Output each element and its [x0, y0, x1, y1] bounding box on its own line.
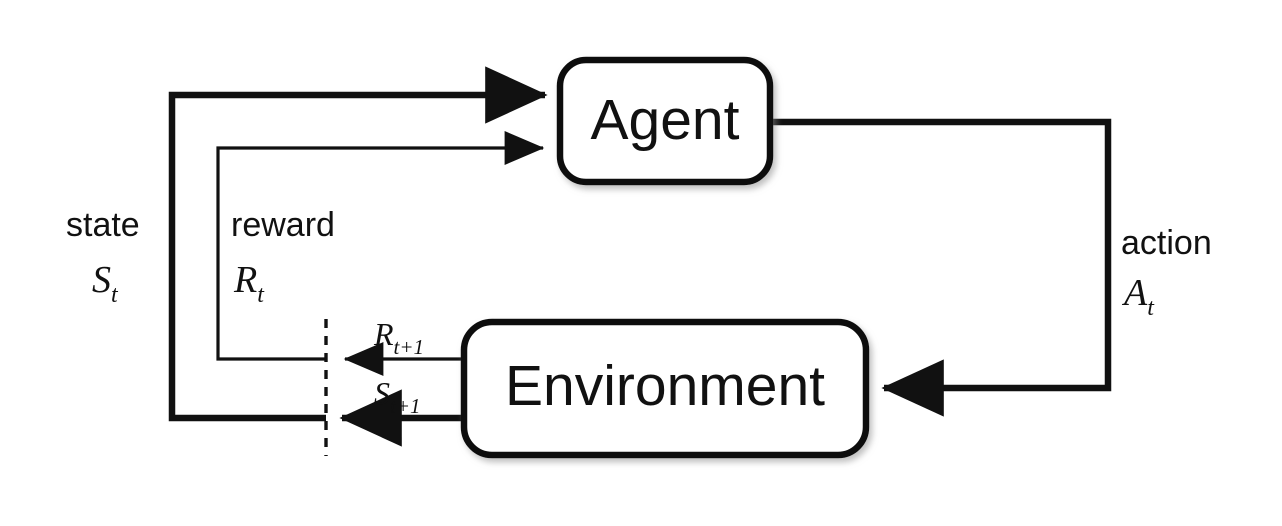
next-reward-symbol: R: [373, 316, 394, 352]
state-label-group: state St: [66, 206, 140, 308]
state-symbol: S: [92, 259, 111, 301]
next-state-label-group: St+1: [374, 375, 421, 418]
agent-label: Agent: [591, 88, 740, 152]
next-state-subscript: t+1: [390, 394, 421, 418]
action-symbol-group: At: [1121, 272, 1155, 321]
state-symbol-group: St: [92, 259, 119, 308]
reward-subscript: t: [257, 282, 265, 308]
environment-node[interactable]: Environment: [460, 318, 870, 459]
environment-label: Environment: [505, 354, 825, 418]
reward-label: reward: [231, 206, 335, 244]
state-label: state: [66, 206, 140, 244]
next-reward-symbol-group: Rt+1: [373, 316, 424, 359]
edge-action-path: [770, 118, 1112, 417]
reward-symbol-group: Rt: [233, 259, 265, 308]
next-reward-label-group: Rt+1: [373, 316, 424, 359]
agent-box[interactable]: [556, 56, 774, 186]
action-subscript: t: [1147, 295, 1155, 321]
next-state-symbol: S: [374, 375, 390, 411]
agent-node[interactable]: Agent: [556, 56, 774, 186]
state-subscript: t: [111, 282, 119, 308]
next-reward-subscript: t+1: [394, 335, 425, 359]
action-label-group: action At: [1121, 224, 1212, 321]
next-state-symbol-group: St+1: [374, 375, 421, 418]
environment-box[interactable]: [460, 318, 870, 459]
reward-label-group: reward Rt: [231, 206, 335, 308]
action-label: action: [1121, 224, 1212, 262]
action-symbol: A: [1121, 272, 1148, 314]
reward-symbol: R: [233, 259, 257, 301]
edge-state-path: [168, 66, 548, 422]
edge-reward-path: [216, 131, 545, 361]
